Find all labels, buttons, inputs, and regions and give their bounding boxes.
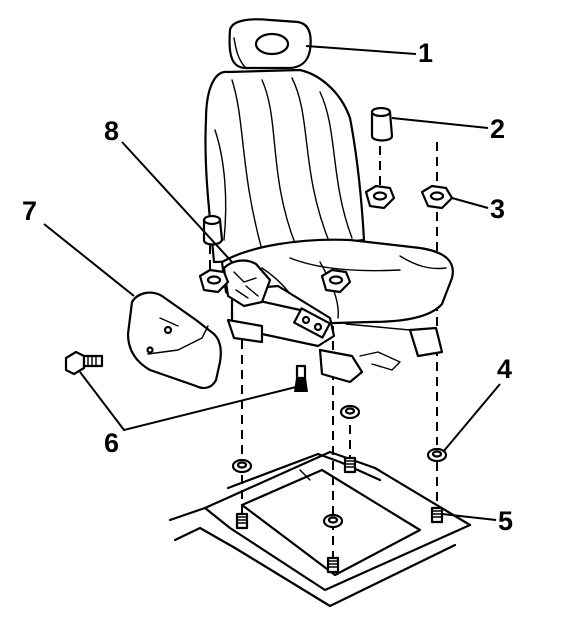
callout-7: 7	[22, 196, 37, 226]
nut-3	[198, 184, 454, 294]
guide-sleeve	[202, 106, 394, 246]
floor-pan	[168, 450, 472, 608]
callout-3: 3	[490, 194, 505, 224]
callout-4: 4	[497, 354, 512, 384]
recliner-mechanism	[222, 259, 272, 308]
callout-5: 5	[498, 506, 513, 536]
nut-4	[231, 404, 448, 529]
callout-6: 6	[104, 428, 119, 458]
side-trim-panel	[126, 291, 222, 390]
headrest	[228, 18, 312, 70]
callout-2: 2	[490, 114, 505, 144]
alignment-lines	[209, 142, 438, 560]
callout-8: 8	[104, 116, 119, 146]
bolt-6	[64, 350, 308, 392]
stud-5	[235, 456, 444, 574]
seat-back	[204, 68, 366, 264]
leader-lines	[43, 45, 501, 521]
callout-1: 1	[418, 38, 433, 68]
